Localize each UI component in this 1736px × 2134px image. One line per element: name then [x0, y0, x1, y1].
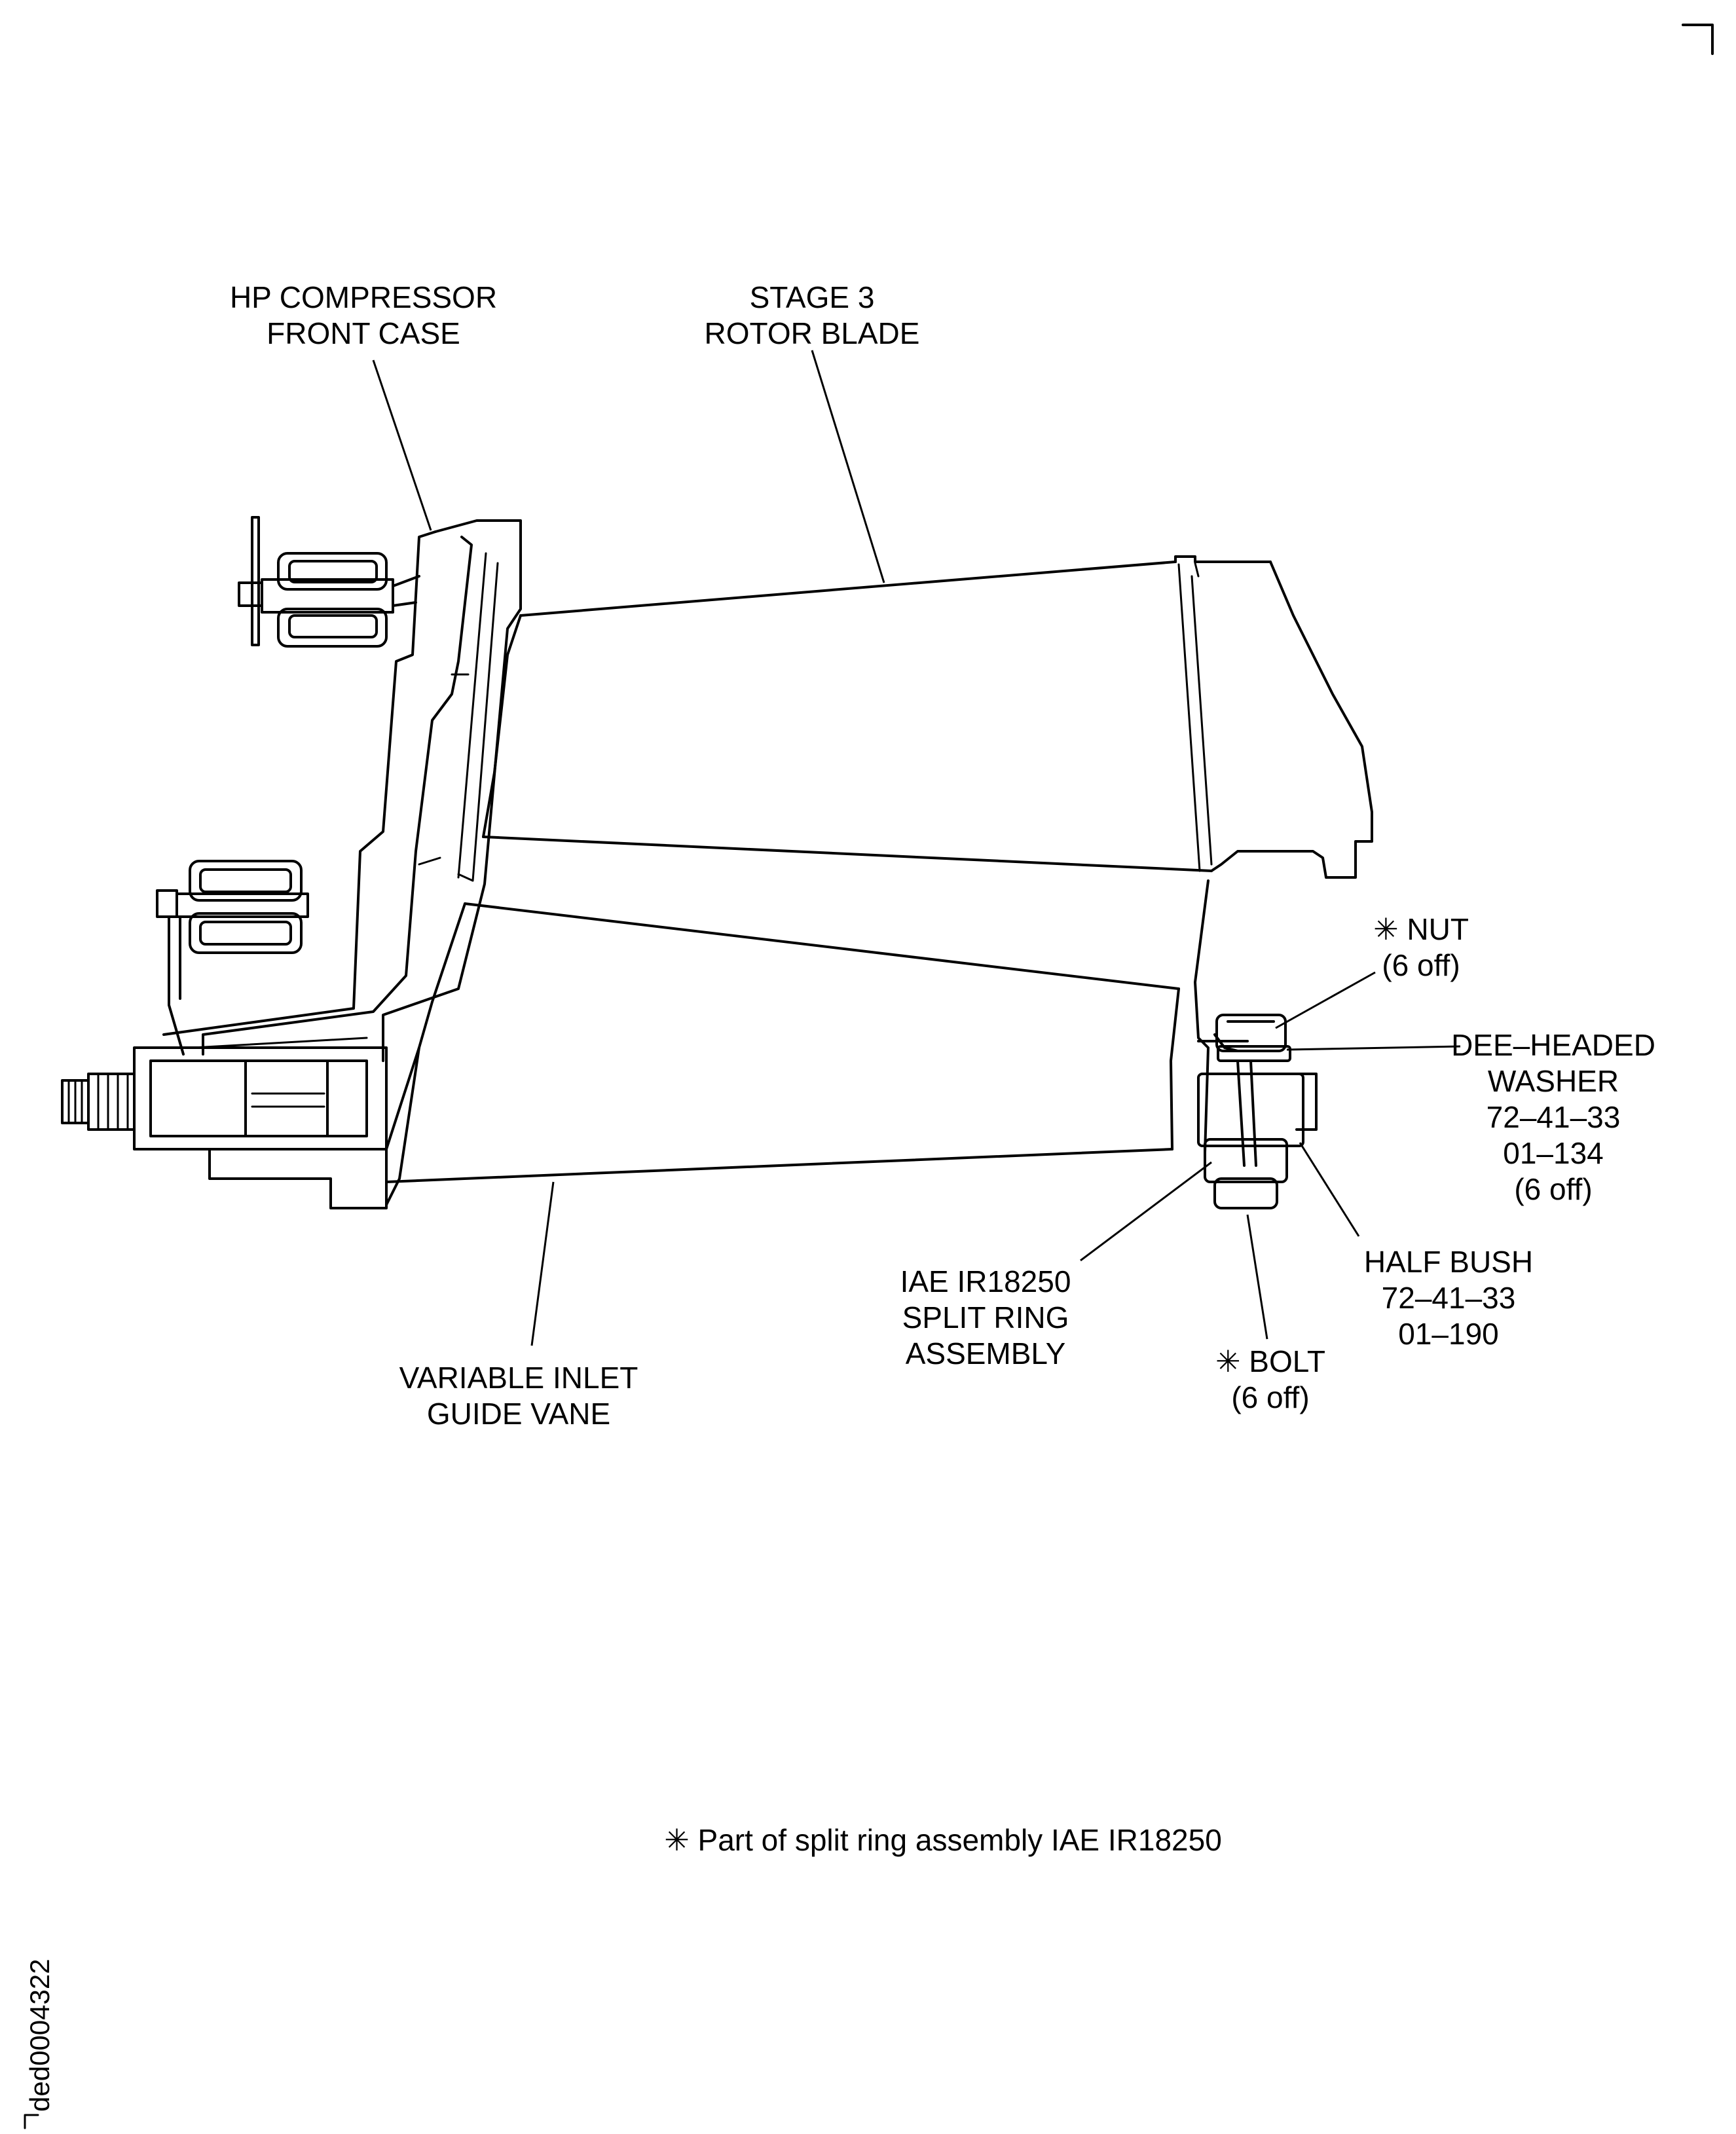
label-bolt: ✳ BOLT (6 off): [1215, 1344, 1325, 1414]
svg-text:✳ NUT: ✳ NUT: [1373, 912, 1469, 946]
label-half-bush: HALF BUSH 72–41–33 01–190: [1364, 1245, 1533, 1351]
svg-text:(6 off): (6 off): [1514, 1172, 1592, 1206]
svg-text:VARIABLE INLET: VARIABLE INLET: [399, 1361, 638, 1395]
leader-lines: [372, 350, 1461, 1346]
label-nut: ✳ NUT (6 off): [1373, 912, 1469, 982]
svg-text:STAGE 3: STAGE 3: [750, 280, 875, 314]
figure-ref-mark: [24, 2114, 39, 2129]
svg-text:72–41–33: 72–41–33: [1487, 1100, 1621, 1134]
actuator-spindle: [61, 1046, 420, 1209]
label-dee-headed-washer: DEE–HEADED WASHER 72–41–33 01–134 (6 off…: [1451, 1028, 1655, 1206]
svg-text:ROTOR BLADE: ROTOR BLADE: [705, 316, 920, 350]
svg-text:HP COMPRESSOR: HP COMPRESSOR: [230, 280, 497, 314]
svg-text:(6 off): (6 off): [1382, 948, 1460, 982]
upper-bush-link: [238, 516, 420, 648]
svg-text:ASSEMBLY: ASSEMBLY: [906, 1336, 1066, 1371]
footnote: ✳ Part of split ring assembly IAE IR1825…: [664, 1823, 1222, 1857]
label-split-ring-assembly: IAE IR18250 SPLIT RING ASSEMBLY: [900, 1264, 1071, 1371]
svg-text:SPLIT RING: SPLIT RING: [902, 1300, 1069, 1334]
split-ring-hardware: [1194, 879, 1318, 1209]
svg-text:GUIDE VANE: GUIDE VANE: [427, 1397, 610, 1431]
svg-text:72–41–33: 72–41–33: [1382, 1281, 1516, 1315]
label-stage-3-rotor-blade: STAGE 3 ROTOR BLADE: [705, 280, 920, 350]
svg-text:DEE–HEADED: DEE–HEADED: [1451, 1028, 1655, 1062]
svg-text:WASHER: WASHER: [1488, 1064, 1619, 1098]
svg-text:01–134: 01–134: [1503, 1136, 1604, 1170]
label-hp-compressor-front-case: HP COMPRESSOR FRONT CASE: [230, 280, 497, 350]
lower-bush-link: [156, 860, 309, 1056]
corner-mark: [1682, 24, 1714, 55]
label-variable-inlet-guide-vane: VARIABLE INLET GUIDE VANE: [399, 1361, 638, 1431]
svg-text:(6 off): (6 off): [1231, 1380, 1309, 1414]
svg-text:01–190: 01–190: [1398, 1317, 1499, 1351]
stage-3-rotor-blade: [482, 555, 1373, 879]
figure-reference: ded0004322: [24, 1959, 55, 2112]
svg-text:FRONT CASE: FRONT CASE: [267, 316, 460, 350]
hp-compressor-front-case: [162, 519, 522, 1062]
svg-text:✳ BOLT: ✳ BOLT: [1215, 1344, 1325, 1378]
svg-text:IAE IR18250: IAE IR18250: [900, 1264, 1071, 1298]
variable-inlet-guide-vane: [385, 902, 1180, 1206]
svg-text:HALF BUSH: HALF BUSH: [1364, 1245, 1533, 1279]
